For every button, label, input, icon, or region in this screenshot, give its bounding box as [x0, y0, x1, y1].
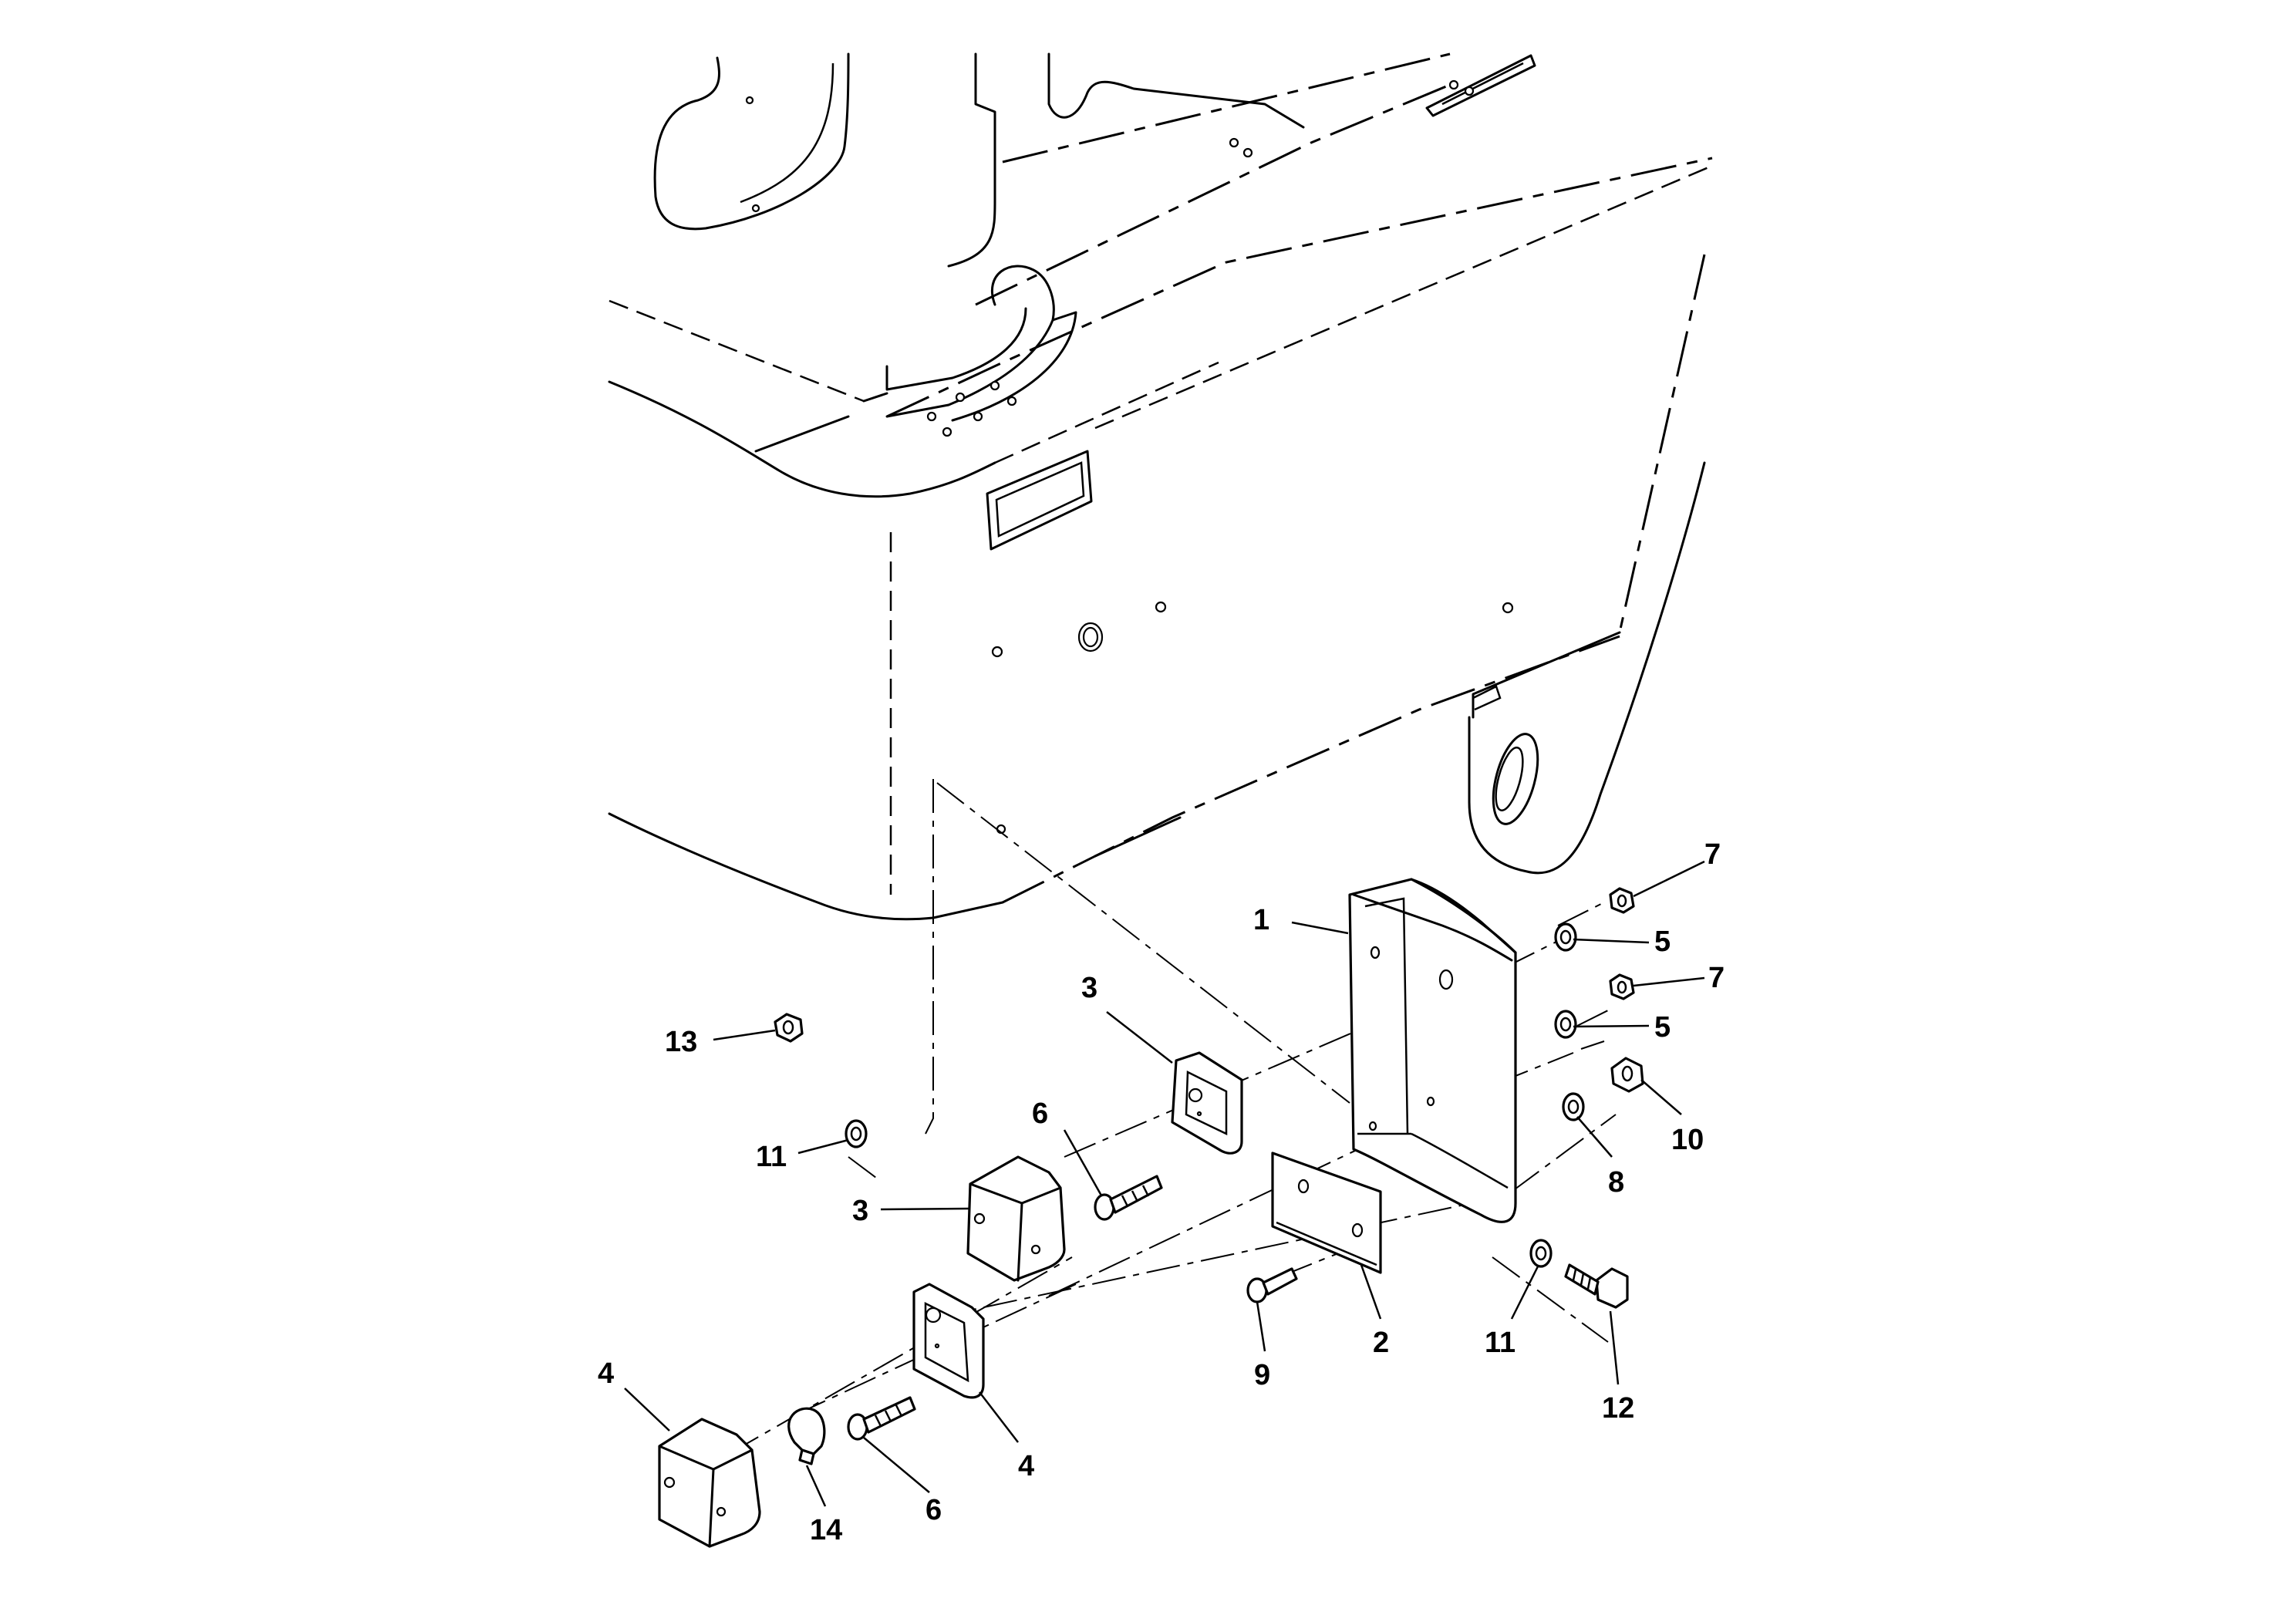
nut-part-13: [774, 1013, 804, 1043]
callout-labels: 1 2 3 3 4 4 5 5 6 6 7 7 8 9 10 11 11 12 …: [598, 838, 1725, 1546]
nut-part-7-upper: [1609, 887, 1635, 914]
screw-part-6-lower: [847, 1396, 916, 1441]
callout-11: 11: [756, 1141, 787, 1173]
plate-part-2: [1271, 1152, 1382, 1274]
callout-3: 3: [852, 1195, 868, 1227]
washer-part-11-left: [845, 1119, 868, 1148]
callout-6: 6: [1032, 1098, 1048, 1130]
callout-2: 2: [1373, 1327, 1389, 1359]
callout-9: 9: [1254, 1359, 1270, 1391]
callout-4: 4: [598, 1357, 614, 1390]
callout-7: 7: [1704, 838, 1721, 871]
washer-part-11-right: [1529, 1239, 1553, 1268]
callout-8: 8: [1608, 1166, 1624, 1199]
callout-5: 5: [1654, 1011, 1671, 1044]
callout-12: 12: [1602, 1392, 1634, 1425]
washer-part-8: [1562, 1092, 1585, 1121]
machine-frame: [608, 52, 1713, 1135]
bracket-part-1: [1348, 878, 1517, 1223]
leader-lines: [624, 860, 1705, 1507]
screw-part-6-upper: [1094, 1175, 1163, 1221]
bolt-part-12: [1564, 1263, 1629, 1309]
washer-part-5-lower: [1554, 1010, 1577, 1039]
gasket-part-3: [1171, 1051, 1243, 1155]
callout-10: 10: [1671, 1124, 1704, 1156]
callout-7: 7: [1708, 962, 1725, 994]
callout-4: 4: [1018, 1450, 1034, 1482]
nut-part-10: [1610, 1057, 1644, 1093]
screw-part-9: [1246, 1267, 1298, 1303]
callout-5: 5: [1654, 926, 1671, 958]
callout-1: 1: [1253, 904, 1269, 936]
callout-14: 14: [810, 1514, 842, 1546]
gasket-part-4: [912, 1283, 985, 1399]
nut-part-7-lower: [1609, 973, 1635, 1000]
lamp-housing-part-3: [966, 1155, 1066, 1282]
callout-6: 6: [925, 1494, 942, 1526]
callout-11: 11: [1485, 1327, 1515, 1359]
washer-part-5-upper: [1554, 922, 1577, 952]
callout-13: 13: [665, 1026, 697, 1058]
bulb-part-14: [787, 1407, 826, 1465]
lamp-housing-part-4: [658, 1418, 761, 1548]
callout-3: 3: [1081, 972, 1097, 1004]
